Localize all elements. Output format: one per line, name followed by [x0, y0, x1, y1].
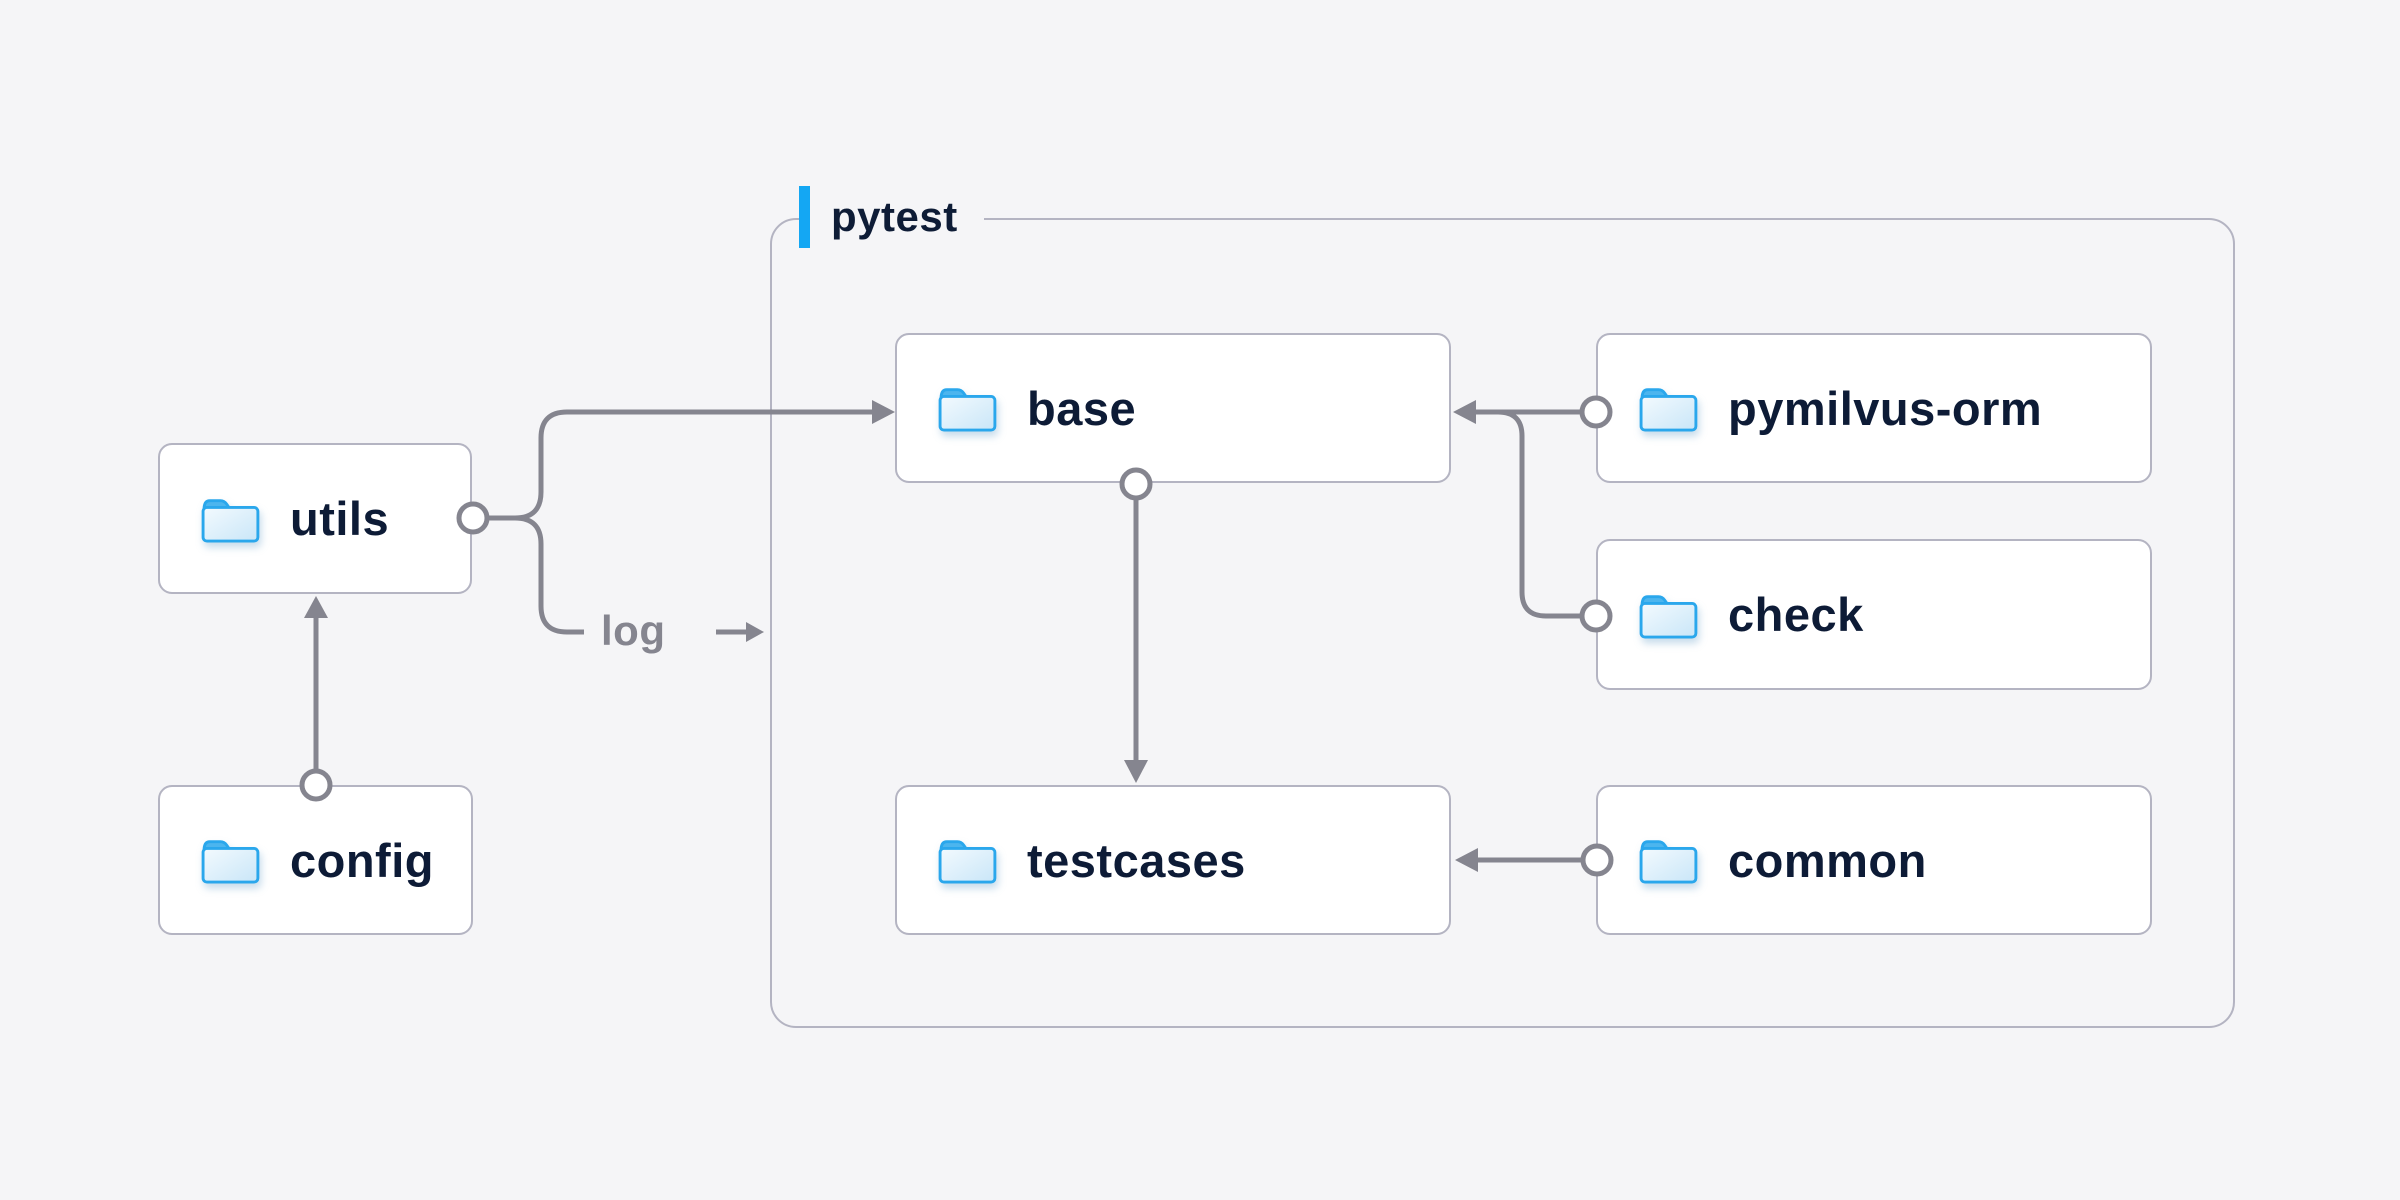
- folder-icon: [938, 388, 997, 432]
- node-label: pymilvus-orm: [1728, 381, 2043, 435]
- arrowhead: [746, 622, 764, 642]
- accent-bar-icon: [799, 186, 810, 248]
- node-label: common: [1728, 833, 1927, 887]
- node-label: config: [290, 833, 434, 887]
- node-config[interactable]: config: [158, 785, 473, 935]
- folder-icon: [201, 498, 260, 543]
- folder-icon: [1639, 840, 1698, 884]
- folder-icon: [938, 840, 997, 884]
- node-label: base: [1027, 381, 1137, 435]
- node-label: testcases: [1027, 833, 1246, 887]
- edge-config-utils: [299, 596, 333, 802]
- folder-icon: [1639, 594, 1698, 639]
- node-base[interactable]: base: [895, 333, 1451, 483]
- node-pymilvus-orm[interactable]: pymilvus-orm: [1596, 333, 2152, 483]
- arrowhead: [304, 596, 328, 618]
- node-testcases[interactable]: testcases: [895, 785, 1451, 935]
- pytest-label-group: pytest: [799, 186, 984, 248]
- node-common[interactable]: common: [1596, 785, 2152, 935]
- log-edge-label: log: [601, 607, 666, 654]
- node-check[interactable]: check: [1596, 539, 2152, 690]
- node-utils[interactable]: utils: [158, 443, 472, 594]
- folder-icon: [201, 840, 260, 884]
- node-label: check: [1728, 588, 1864, 641]
- pytest-container: [770, 218, 2235, 1028]
- node-label: utils: [290, 492, 390, 545]
- pytest-label: pytest: [831, 193, 958, 240]
- folder-icon: [1639, 388, 1698, 432]
